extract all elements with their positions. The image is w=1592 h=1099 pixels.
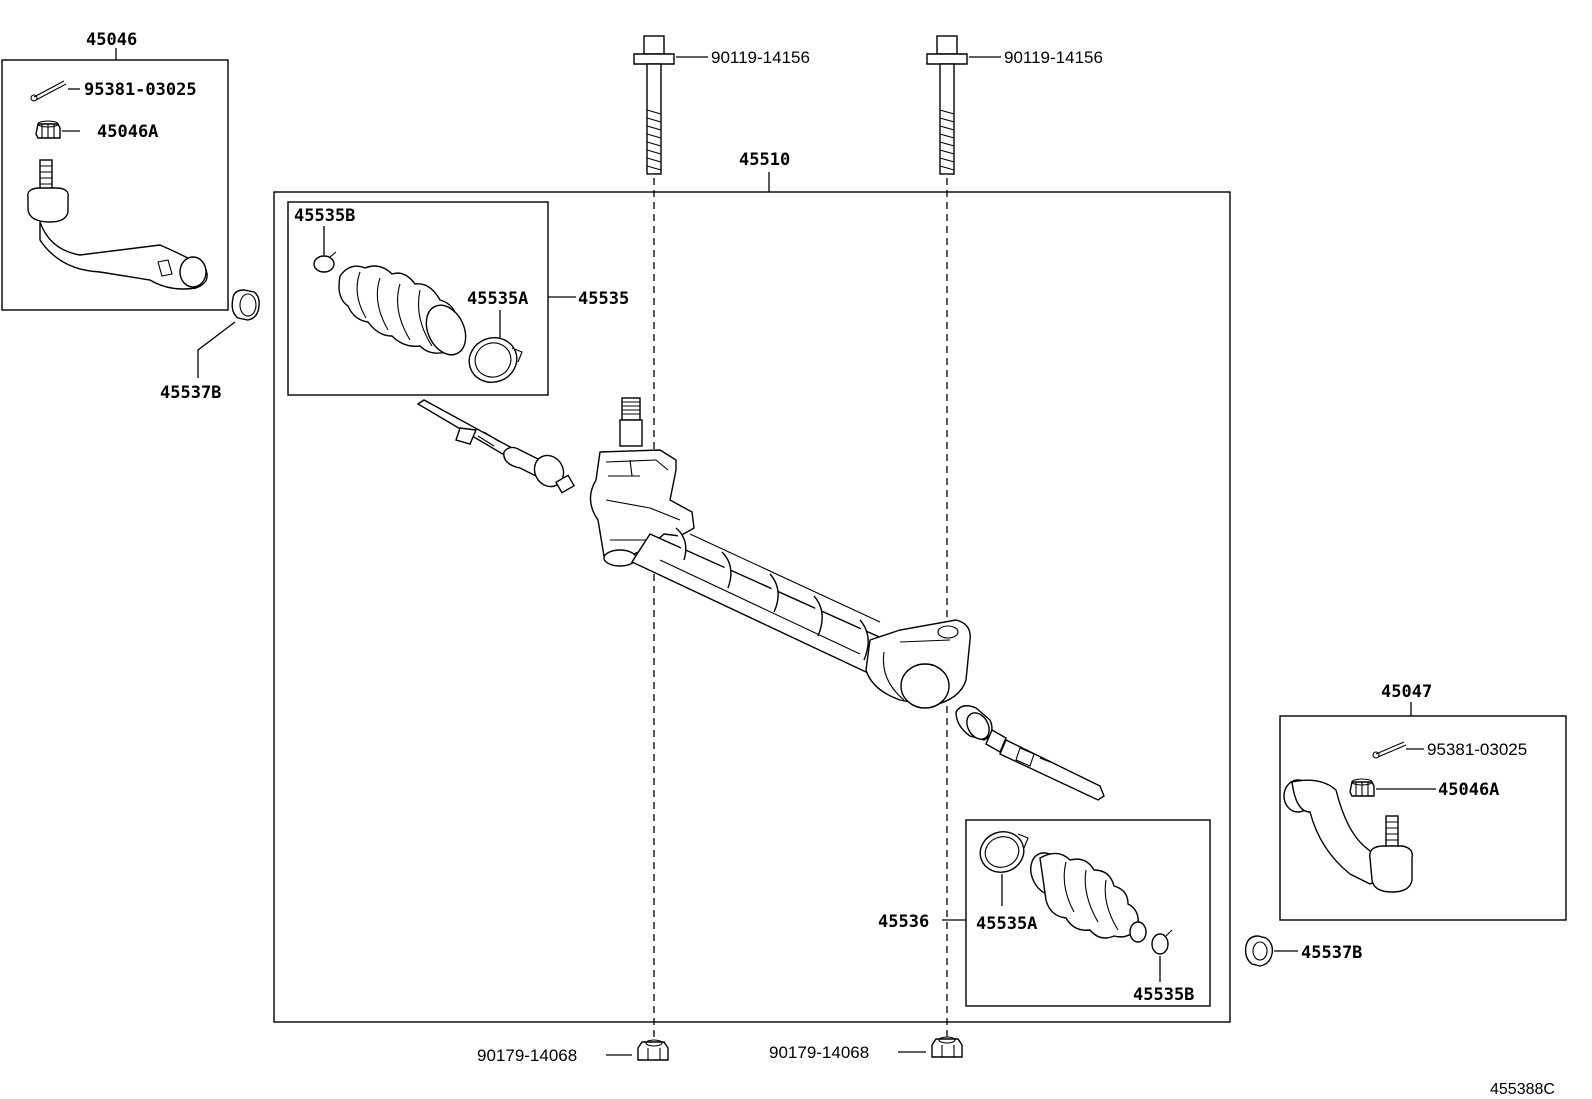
box-45535 [287,201,549,396]
label-45535A-top[interactable]: 45535A [467,289,528,309]
label-45046A-left[interactable]: 45046A [97,122,158,142]
clip-45535B-bottom-icon [1151,929,1173,955]
label-45537B-right[interactable]: 45537B [1301,943,1362,963]
bolt-left-icon [633,35,675,175]
label-95381-03025-left[interactable]: 95381-03025 [84,80,197,100]
box-45047 [1279,715,1567,921]
label-45536[interactable]: 45536 [878,912,929,932]
label-45535[interactable]: 45535 [578,289,629,309]
nut-90179-right-icon [931,1036,963,1058]
box-45536 [965,819,1211,1007]
inner-tie-rod-left-icon [416,399,576,494]
label-90119-14156-left[interactable]: 90119-14156 [711,48,810,67]
tie-rod-end-left-icon [27,159,208,290]
nut-45537B-right-icon [1244,935,1274,967]
bellows-boot-top-icon [338,265,467,356]
label-45535B-bottom[interactable]: 45535B [1133,985,1194,1005]
label-45535B-top[interactable]: 45535B [294,206,355,226]
label-45537B-left[interactable]: 45537B [160,383,221,403]
bellows-boot-bottom-icon [1030,852,1147,943]
tie-rod-end-right-icon [1283,779,1413,893]
castle-nut-icon [35,120,61,139]
label-45046[interactable]: 45046 [86,30,137,50]
label-45535A-bottom[interactable]: 45535A [976,914,1037,934]
group-45046: 45046 95381-03025 45046A [1,30,229,311]
label-90119-14156-right[interactable]: 90119-14156 [1004,48,1103,67]
box-45046 [1,59,229,311]
band-45535A-top-icon [468,337,523,383]
nut-45537B-left-icon [231,289,260,321]
label-90179-14068-right[interactable]: 90179-14068 [769,1043,869,1062]
diagram-code: 455388C [1490,1081,1555,1098]
label-95381-03025-right[interactable]: 95381-03025 [1427,740,1527,759]
steering-rack-housing-icon [589,397,971,709]
clip-45535B-top-icon [313,251,337,273]
group-45047: 45047 95381-03025 45046A [1279,682,1567,921]
band-45535A-bottom-icon [979,831,1029,873]
label-90179-14068-left[interactable]: 90179-14068 [477,1046,577,1065]
inner-tie-rod-right-icon [955,705,1105,801]
cotter-pin-icon [30,80,67,102]
label-45047[interactable]: 45047 [1381,682,1432,702]
label-45510[interactable]: 45510 [739,150,790,170]
castle-nut-right-icon [1349,778,1375,797]
cotter-pin-right-icon [1372,741,1407,759]
box-45510 [273,191,1231,1023]
nut-90179-left-icon [637,1039,669,1061]
bolt-right-icon [926,35,968,175]
label-45046A-right[interactable]: 45046A [1438,780,1499,800]
